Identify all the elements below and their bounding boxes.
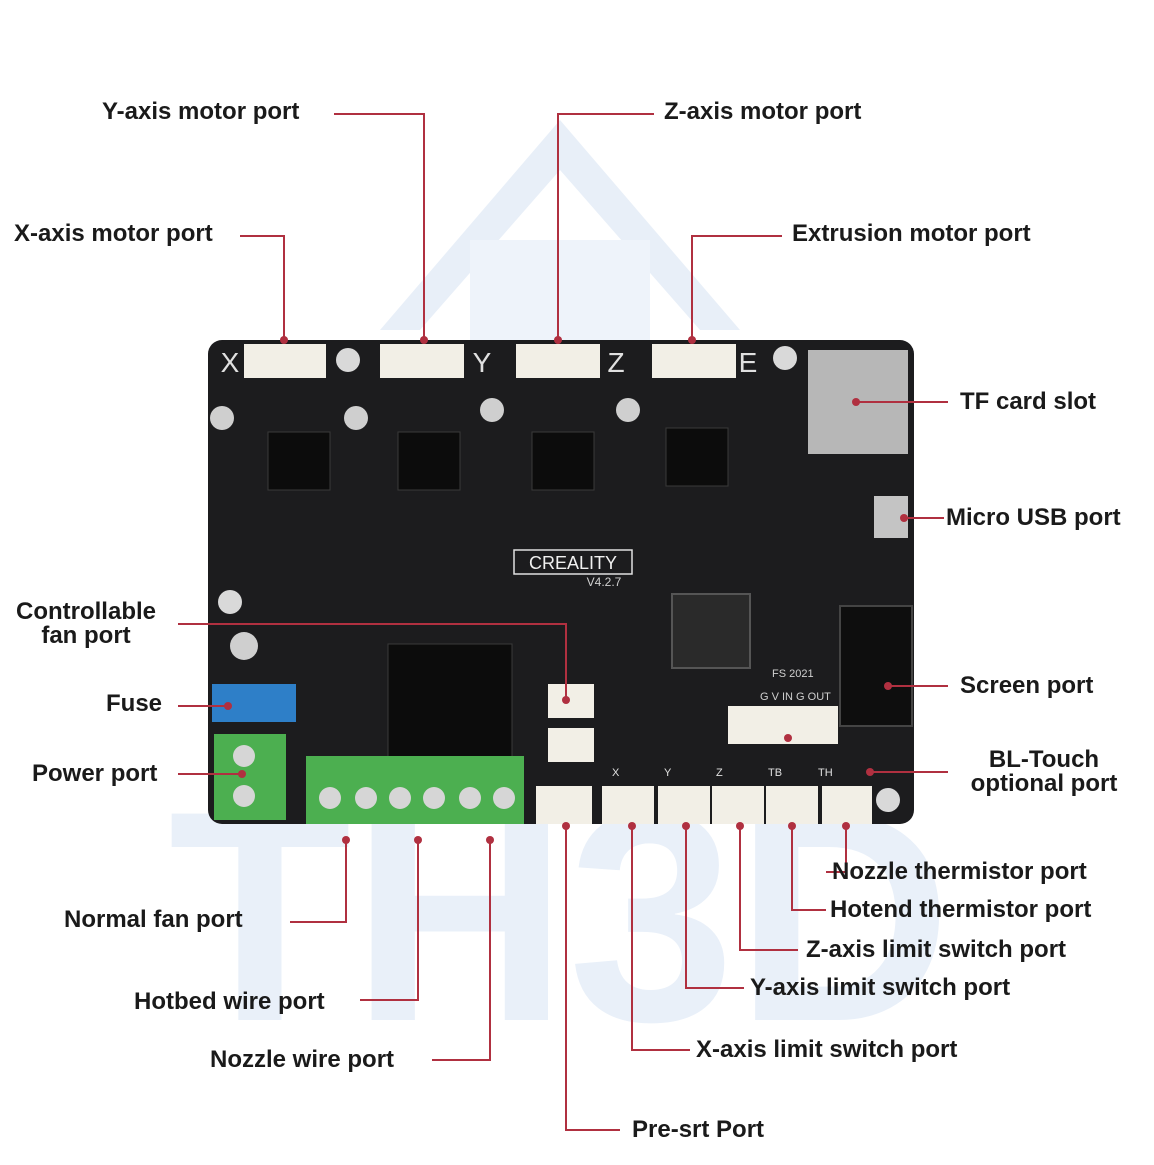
label-normal-fan-port: Normal fan port [64,906,243,933]
output-terminal [306,756,524,824]
control-board: X Y Z E CREALITY V4.2.7 FS 2021 [208,340,914,824]
terminal-screw [233,785,255,807]
y-motor-connector [380,344,464,378]
capacitor [230,632,258,660]
axis-letter-e: E [739,347,758,378]
label-nozzle-thermistor-port: Nozzle thermistor port [832,858,1087,885]
y-limit-connector [658,786,710,824]
presrt-connector [536,786,592,824]
mcu-chip [671,593,751,669]
label-bltouch-line2: optional port [970,770,1118,797]
label-extrusion-motor-port: Extrusion motor port [792,220,1031,247]
label-controllable-fan-line2: fan port [41,622,131,649]
label-nozzle-wire-port: Nozzle wire port [210,1046,395,1073]
th-connector [822,786,872,824]
leader-dots [224,336,908,844]
label-controllable-fan-line1: Controllable [15,598,156,625]
version-text: V4.2.7 [587,575,622,589]
mount-hole [336,348,360,372]
label-micro-usb-port: Micro USB port [946,504,1121,531]
capacitor [616,398,640,422]
mount-hole [218,590,242,614]
capacitor [210,406,234,430]
label-y-axis-motor-port: Y-axis motor port [102,98,300,125]
fuse-body [212,684,296,722]
bottom-label-x: X [612,767,620,779]
x-limit-connector [602,786,654,824]
output-terminal-screws [319,787,515,809]
capacitor [480,398,504,422]
driver-heatsinks [267,427,729,767]
label-hotbed-wire-port: Hotbed wire port [134,988,325,1015]
axis-letter-y: Y [473,347,492,378]
label-y-axis-limit-switch-port: Y-axis limit switch port [750,974,1011,1001]
axis-letter-x: X [221,347,240,378]
z-limit-connector [712,786,764,824]
controllable-fan-connector [548,684,594,718]
mount-hole [773,346,797,370]
watermark-house-body [470,240,650,340]
chip-mark: FS 2021 [772,668,814,680]
label-tf-card-slot: TF card slot [960,388,1097,415]
z-motor-connector [516,344,600,378]
x-motor-connector [244,344,326,378]
label-x-axis-limit-switch-port: X-axis limit switch port [696,1036,958,1063]
screen-pin-labels: G V IN G OUT [760,691,831,703]
tb-connector [766,786,818,824]
brand-plate [513,549,633,575]
label-z-axis-motor-port: Z-axis motor port [664,98,862,125]
bottom-label-y: Y [664,767,672,779]
leader-lines [178,113,948,1131]
label-power-port: Power port [32,760,158,787]
board-pcb [208,340,914,824]
terminal-screw [233,745,255,767]
bottom-label-z: Z [716,767,723,779]
mount-hole [876,788,900,812]
label-pre-srt-port: Pre-srt Port [632,1116,765,1143]
label-hotend-thermistor-port: Hotend thermistor port [830,896,1092,923]
label-fuse: Fuse [106,690,163,717]
screen-header [839,605,913,727]
fan-connector-2 [548,728,594,762]
label-z-axis-limit-switch-port: Z-axis limit switch port [806,936,1067,963]
watermark-house [380,120,740,330]
bottom-label-tb: TB [768,767,782,779]
label-bltouch-line1: BL-Touch [988,746,1100,773]
bottom-label-th: TH [818,767,833,779]
label-screen-port: Screen port [960,672,1094,699]
axis-letter-z: Z [607,347,624,378]
screen-connector [728,706,838,744]
label-x-axis-motor-port: X-axis motor port [14,220,213,247]
capacitor [344,406,368,430]
brand-text: CREALITY [529,553,617,573]
e-motor-connector [652,344,736,378]
